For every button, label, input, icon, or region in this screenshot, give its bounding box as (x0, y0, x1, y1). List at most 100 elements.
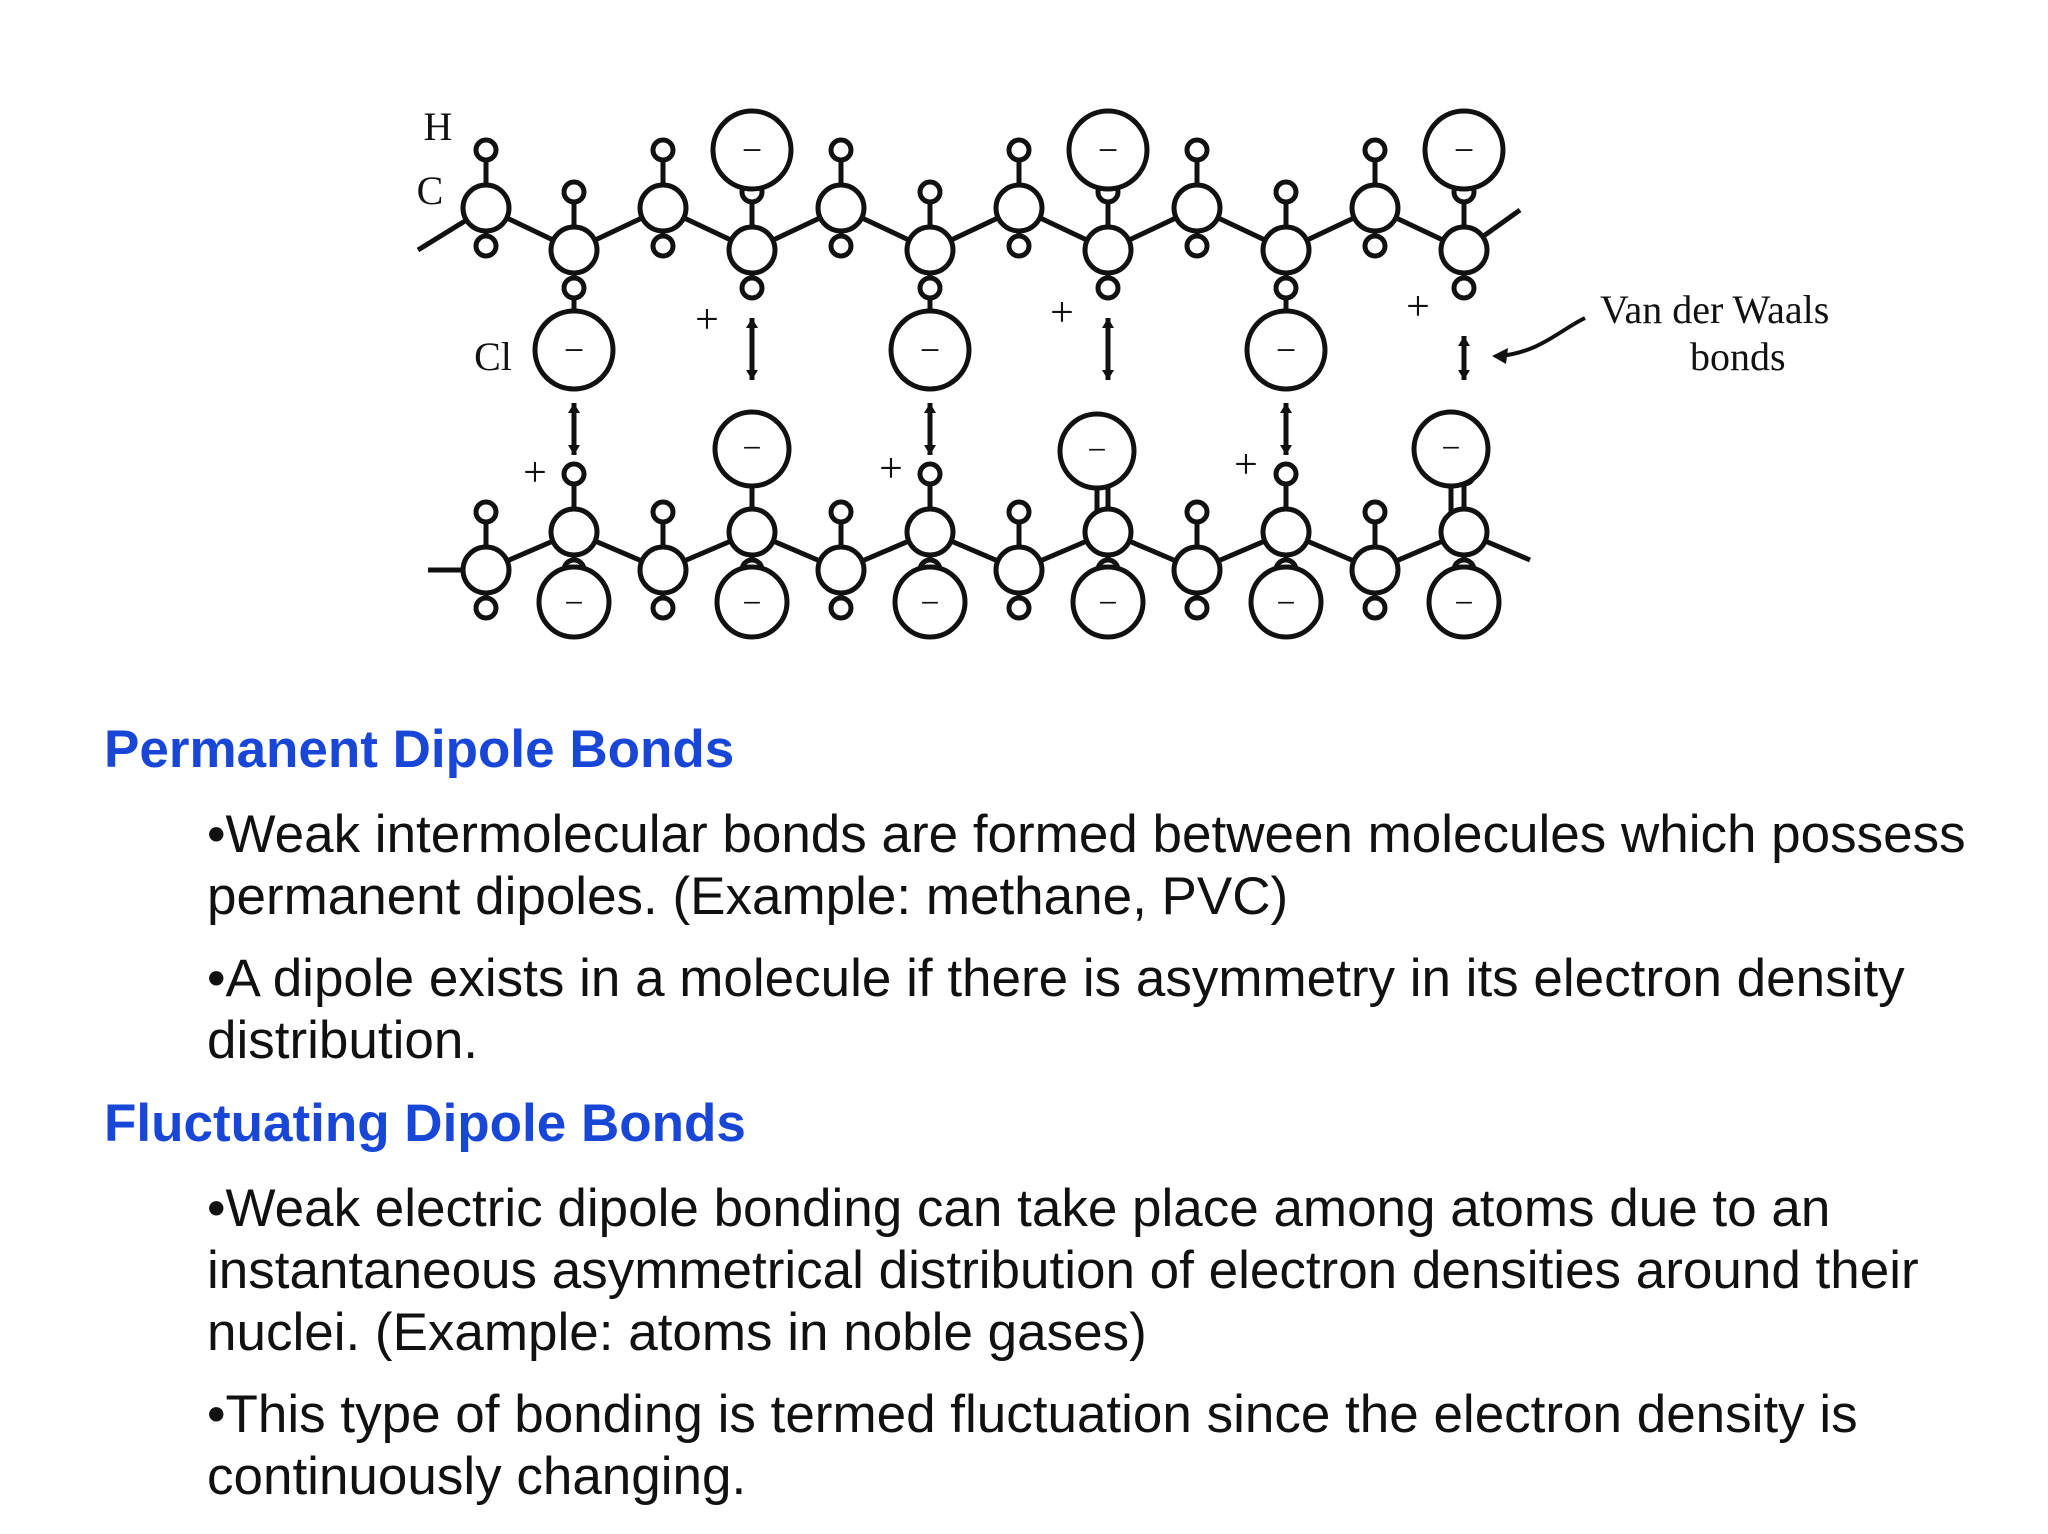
arrow-head (1102, 370, 1114, 380)
negative-charge-label: − (742, 130, 762, 170)
negative-charge-label: − (1276, 585, 1295, 622)
vdw-annotation-line-1: Van der Waals (1600, 287, 1829, 332)
negative-charge-label: − (1087, 432, 1106, 469)
hydrogen-atom (473, 595, 499, 621)
hydrogen-atom (650, 499, 676, 525)
positive-charge-label: + (695, 297, 719, 343)
hydrogen-atom (650, 233, 676, 259)
hydrogen-atom (1184, 233, 1210, 259)
negative-charge-label: − (1454, 585, 1473, 622)
chlorine-atom (1411, 409, 1491, 489)
chlorine-atom (712, 409, 792, 489)
arrow-head (924, 403, 936, 413)
arrow-head (1458, 370, 1470, 380)
hydrogen-atom (561, 461, 587, 487)
chlorine-atom (1244, 308, 1328, 392)
arrow-head (568, 403, 580, 413)
negative-charge-label: − (1454, 130, 1474, 170)
hydrogen-atom (828, 233, 854, 259)
hydrogen-atom (561, 179, 587, 205)
hydrogen-atom (828, 137, 854, 163)
hydrogen-atom (1273, 461, 1299, 487)
positive-charge-label: + (1406, 284, 1430, 330)
vdw-annotation-line-2: bonds (1690, 334, 1786, 379)
hydrogen-atom (473, 137, 499, 163)
label-hydrogen: H (424, 104, 453, 149)
hydrogen-atom (1273, 275, 1299, 301)
positive-charge-label: + (1050, 290, 1074, 336)
chlorine-atom (888, 308, 972, 392)
carbon-atom (904, 506, 956, 558)
chlorine-atom (1066, 108, 1150, 192)
chlorine-atom (536, 564, 612, 640)
bullet-fluctuating-dipole-2: •This type of bonding is termed fluctuat… (207, 1385, 1858, 1506)
arrow-head (1280, 445, 1292, 455)
hydrogen-atom (917, 275, 943, 301)
hydrogen-atom (1362, 137, 1388, 163)
carbon-atom (460, 182, 512, 234)
carbon-atom (1349, 182, 1401, 234)
carbon-atom (726, 224, 778, 276)
hydrogen-atom (473, 499, 499, 525)
positive-charge-label: + (879, 446, 903, 492)
chlorine-atom (1248, 564, 1324, 640)
hydrogen-atom (1095, 275, 1121, 301)
chlorine-atom (1057, 411, 1137, 491)
arrow-head (568, 445, 580, 455)
chlorine-atom (532, 308, 616, 392)
carbon-atom (1260, 506, 1312, 558)
negative-charge-label: − (1441, 430, 1460, 467)
carbon-atom (460, 544, 512, 596)
carbon-atom (1438, 224, 1490, 276)
hydrogen-atom (1184, 499, 1210, 525)
chlorine-atom (1422, 108, 1506, 192)
carbon-atom (815, 182, 867, 234)
hydrogen-atom (739, 275, 765, 301)
hydrogen-atom (917, 179, 943, 205)
carbon-atom (1171, 182, 1223, 234)
positive-charge-label: + (523, 450, 547, 496)
annotation-pointer-head (1492, 348, 1508, 364)
section-heading-fluctuating-dipole: Fluctuating Dipole Bonds (104, 1094, 746, 1153)
annotation-pointer (1499, 316, 1586, 358)
arrow-head (1458, 336, 1470, 346)
label-carbon: C (417, 168, 444, 213)
arrow-head (1280, 403, 1292, 413)
carbon-atom (1082, 224, 1134, 276)
section-heading-permanent-dipole: Permanent Dipole Bonds (104, 720, 735, 779)
hydrogen-atom (1184, 137, 1210, 163)
arrow-head (746, 370, 758, 380)
hydrogen-atom (1184, 595, 1210, 621)
carbon-atom (637, 544, 689, 596)
hydrogen-atom (650, 137, 676, 163)
carbon-atom (993, 544, 1045, 596)
hydrogen-atom (1273, 179, 1299, 205)
negative-charge-label: − (920, 585, 939, 622)
hydrogen-atom (917, 461, 943, 487)
negative-charge-label: − (564, 585, 583, 622)
bullet-permanent-dipole-1: •Weak intermolecular bonds are formed be… (207, 805, 1966, 926)
hydrogen-atom (1006, 595, 1032, 621)
hydrogen-atom (650, 595, 676, 621)
hydrogen-atom (561, 275, 587, 301)
label-chlorine: Cl (474, 334, 512, 379)
carbon-atom (1349, 544, 1401, 596)
carbon-atom (993, 182, 1045, 234)
hydrogen-atom (828, 595, 854, 621)
chlorine-atom (714, 564, 790, 640)
negative-charge-label: − (742, 585, 761, 622)
negative-charge-label: − (1098, 130, 1118, 170)
hydrogen-atom (1362, 499, 1388, 525)
carbon-atom (1260, 224, 1312, 276)
negative-charge-label: − (1098, 585, 1117, 622)
negative-charge-label: − (564, 330, 584, 370)
arrow-head (924, 445, 936, 455)
carbon-atom (548, 506, 600, 558)
chlorine-atom (1426, 564, 1502, 640)
arrow-head (746, 318, 758, 328)
carbon-atom (904, 224, 956, 276)
hydrogen-atom (1451, 275, 1477, 301)
chlorine-atom (1070, 564, 1146, 640)
